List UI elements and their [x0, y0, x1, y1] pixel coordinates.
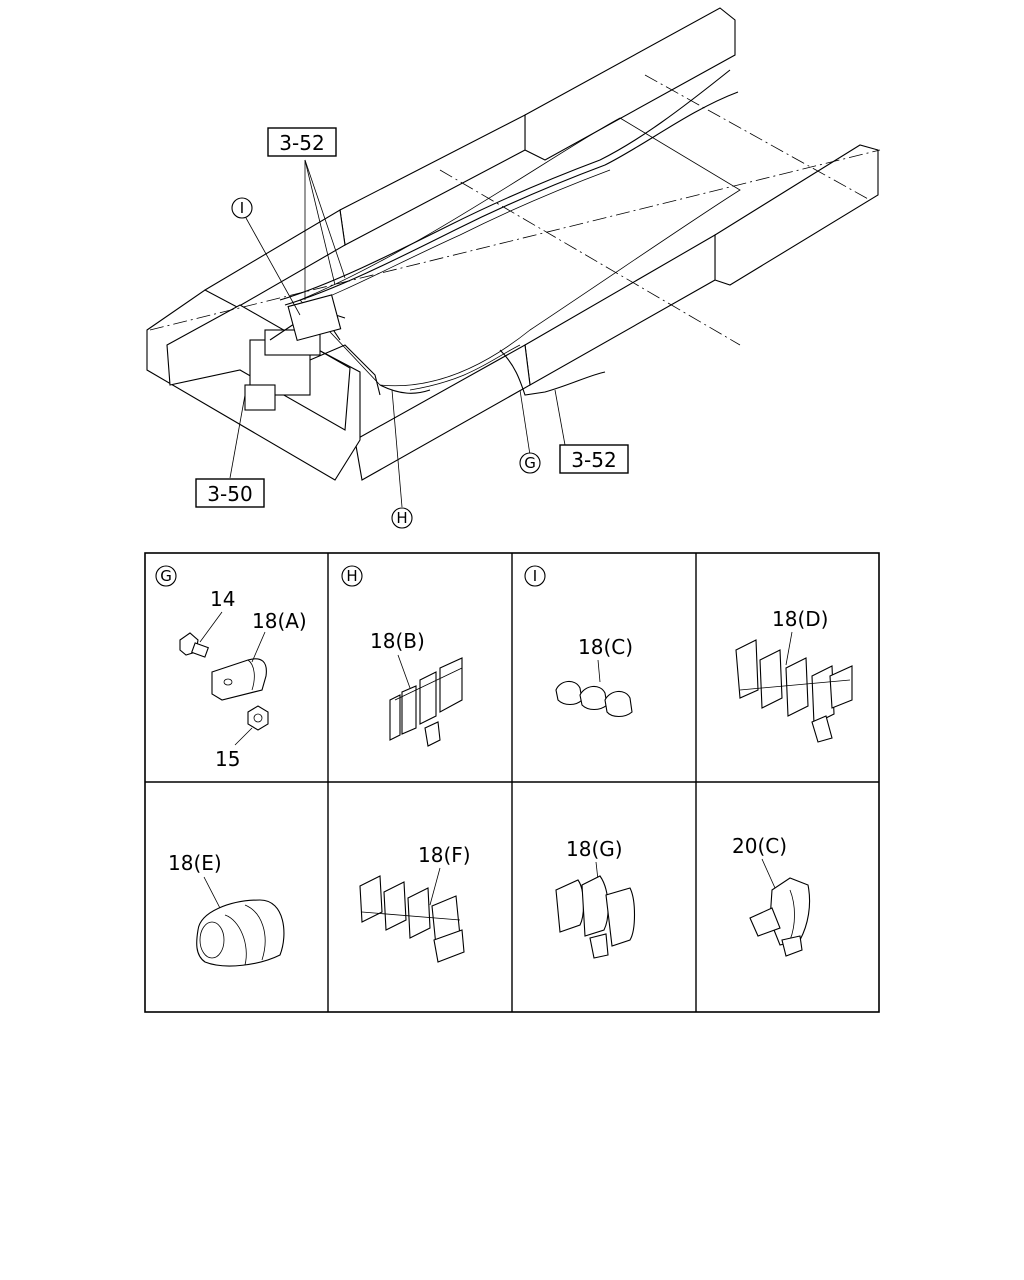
panel-e: 18(E) [168, 851, 285, 967]
svg-text:H: H [346, 567, 357, 585]
panel-d: 18(D) [735, 607, 853, 743]
panel-h: H 18(B) [341, 565, 463, 747]
panel-20c: 20(C) [732, 834, 811, 957]
panel-i: I 18(C) [524, 565, 633, 718]
ref-box-left: 3-50 [195, 478, 265, 508]
svg-text:3-50: 3-50 [207, 482, 252, 506]
part-label-15: 15 [215, 747, 240, 771]
clip-18c-illustration [555, 680, 633, 718]
part-label-18a: 18(A) [252, 609, 307, 633]
part-label-18f: 18(F) [418, 843, 471, 867]
marker-g-main: G [519, 452, 541, 474]
clip-20c-illustration [749, 877, 811, 957]
part-label-14: 14 [210, 587, 235, 611]
part-label-20c: 20(C) [732, 834, 787, 858]
svg-text:G: G [160, 567, 172, 585]
svg-text:I: I [240, 199, 244, 217]
svg-text:I: I [533, 567, 537, 585]
part-label-18b: 18(B) [370, 629, 425, 653]
part-label-18c: 18(C) [578, 635, 633, 659]
abs-unit-illustration [244, 294, 381, 411]
part-label-18d: 18(D) [772, 607, 828, 631]
panel-h-marker: H [341, 565, 363, 587]
panel-18g: 18(G) [555, 837, 636, 959]
svg-text:3-52: 3-52 [279, 131, 324, 155]
clip-18e-illustration [196, 899, 285, 967]
clip-18d-illustration [735, 639, 853, 743]
chassis-frame-illustration [146, 7, 881, 481]
marker-h-main: H [391, 507, 413, 529]
nut-illustration [247, 705, 269, 731]
clip-18f-illustration [359, 875, 465, 963]
part-label-18e: 18(E) [168, 851, 222, 875]
clip-18a-illustration [211, 658, 267, 701]
bolt-illustration [179, 632, 209, 658]
ref-box-right: 3-52 [559, 444, 629, 474]
clip-18b-illustration [389, 657, 463, 747]
part-label-18g: 18(G) [566, 837, 623, 861]
svg-text:H: H [396, 509, 407, 527]
panel-g-marker: G [155, 565, 177, 587]
svg-text:3-52: 3-52 [571, 448, 616, 472]
ref-box-top: 3-52 [267, 127, 337, 157]
panel-f: 18(F) [359, 843, 471, 963]
marker-i-main: I [231, 197, 253, 219]
panel-i-marker: I [524, 565, 546, 587]
clip-18g-illustration [555, 875, 636, 959]
panel-g: G 14 18(A) 15 [155, 565, 307, 771]
parts-grid [144, 552, 880, 1013]
leader-lines [229, 159, 566, 508]
svg-text:G: G [524, 454, 536, 472]
